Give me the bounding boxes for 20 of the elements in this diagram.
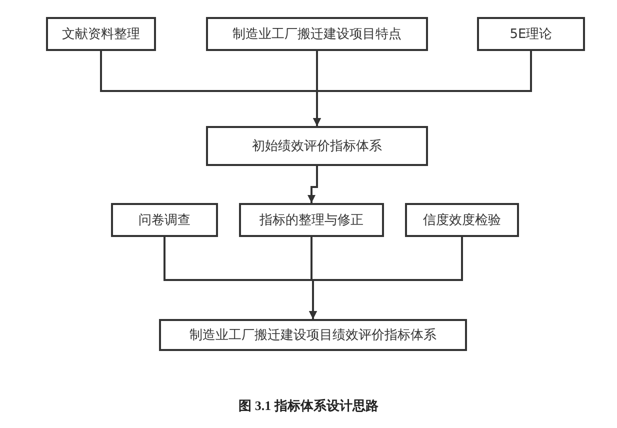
box-label: 文献资料整理 — [62, 26, 140, 43]
process-box — [206, 17, 428, 51]
arrow — [308, 166, 318, 203]
process-box — [159, 319, 467, 351]
process-box — [239, 203, 384, 237]
box-label: 指标的整理与修正 — [260, 212, 364, 229]
box-label: 初始绩效评价指标体系 — [252, 138, 382, 155]
process-box — [46, 17, 156, 51]
process-box — [405, 203, 519, 237]
box-label: 制造业工厂搬迁建设项目绩效评价指标体系 — [190, 327, 436, 344]
process-box — [477, 17, 585, 51]
figure-caption: 图 3.1 指标体系设计思路 — [238, 397, 380, 415]
box-label: 5E理论 — [510, 26, 552, 43]
process-box — [111, 203, 218, 237]
process-box — [206, 126, 428, 166]
arrow — [309, 237, 463, 319]
box-label: 信度效度检验 — [423, 212, 501, 229]
box-label: 问卷调查 — [138, 212, 190, 229]
box-label: 制造业工厂搬迁建设项目特点 — [232, 26, 402, 43]
arrow — [313, 51, 532, 126]
